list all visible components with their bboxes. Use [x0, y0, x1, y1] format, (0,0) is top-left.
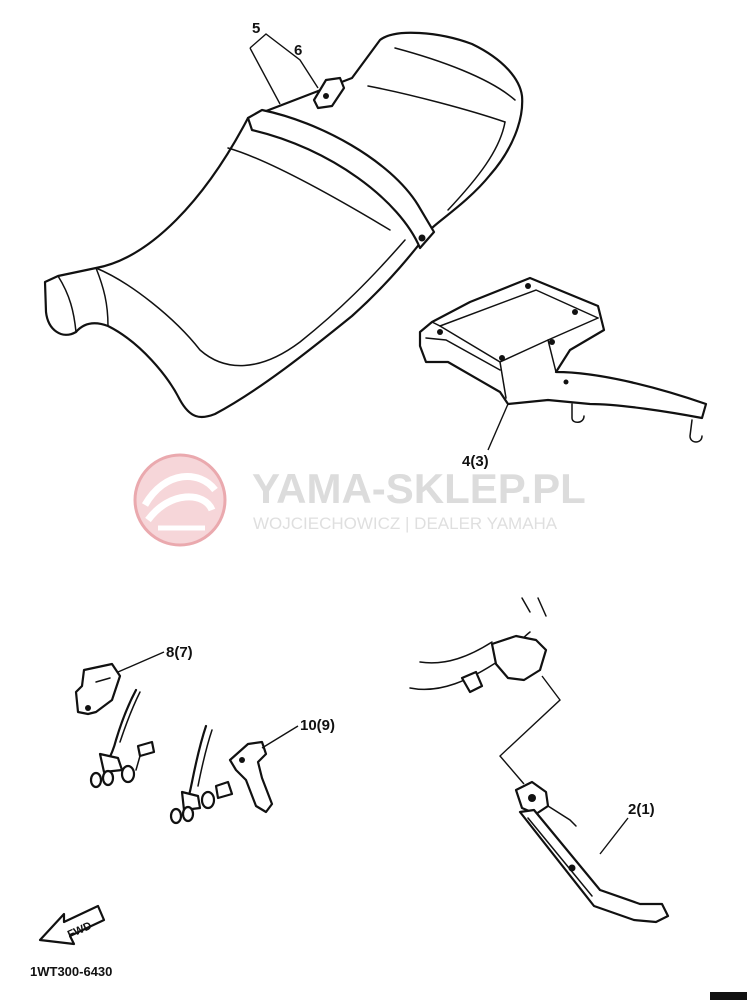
fwd-arrow-icon: FWD: [38, 904, 106, 946]
watermark: YAMA-SKLEP.PL WOJCIECHOWICZ | DEALER YAM…: [133, 453, 586, 547]
callout-6: 6: [294, 42, 302, 59]
callout-10: 10(9): [300, 717, 335, 734]
watermark-logo-icon: [133, 453, 227, 547]
watermark-subtitle: WOJCIECHOWICZ | DEALER YAMAHA: [253, 514, 558, 533]
seat-drawing: [43, 31, 524, 419]
callout-4: 4(3): [462, 453, 489, 470]
figure-code: 1WT300-6430: [30, 964, 112, 979]
callout-5: 5: [252, 20, 260, 37]
callout-2: 2(1): [628, 801, 655, 818]
sidestand-drawing: [409, 597, 670, 924]
rear-bracket-drawing: [418, 276, 708, 451]
watermark-title: YAMA-SKLEP.PL: [252, 465, 586, 512]
bracket-10-drawing: [169, 724, 299, 825]
callout-8: 8(7): [166, 644, 193, 661]
bracket-8-drawing: [74, 651, 165, 789]
corner-mark: [710, 992, 747, 1000]
